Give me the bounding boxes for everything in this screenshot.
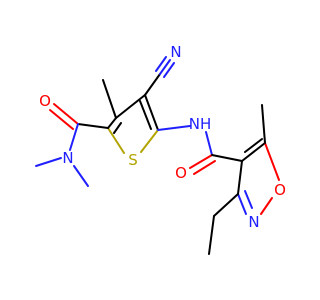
bond-n-methyl-right <box>73 165 89 187</box>
atom-amide-nh: NH <box>189 115 212 133</box>
atom-thiophene-s: S <box>128 151 138 169</box>
nitrile-group <box>144 56 175 96</box>
bond-triple-c <box>163 62 175 78</box>
bond-triple-b <box>155 56 167 72</box>
bond-co-right-double <box>193 160 216 175</box>
bond-triple-a <box>159 59 171 75</box>
bond-carbonyl-isoxazole <box>211 154 243 162</box>
bond-n-c3-inner <box>244 190 253 209</box>
bond-c5-ccarbonyl <box>77 123 109 129</box>
bond-n-c3 <box>237 193 247 215</box>
bond-c2-nh <box>157 125 191 131</box>
bond-c5-o <box>264 142 280 181</box>
atom-dimethyl-n: N <box>62 149 73 167</box>
bond-c4-c3 <box>115 94 146 119</box>
bond-co-right <box>189 154 213 169</box>
amide-linker <box>157 125 243 175</box>
bond-c5-c4 <box>107 117 117 129</box>
thiophene-ring <box>107 94 159 154</box>
bond-methyl-isoxazole <box>261 104 266 144</box>
bond-c3-c2-inner <box>139 100 152 130</box>
bond-c4-c5 <box>241 142 266 162</box>
bond-methyl-thiophene <box>102 79 117 119</box>
bond-co-left <box>53 103 79 125</box>
molecule-structure: N NH N N O O O S <box>35 43 286 255</box>
bond-c4-c5-inner <box>244 138 263 153</box>
ethyl-group <box>208 193 239 255</box>
atom-nitrile-n: N <box>170 43 181 61</box>
atom-amide-o-right: O <box>175 164 187 182</box>
atom-isoxazole-o: O <box>274 181 286 199</box>
bond-c5-c4-inner <box>113 122 122 134</box>
bond-co-left-double <box>49 109 74 130</box>
isoxazole-ring <box>237 138 280 215</box>
bond-nh-ccarbonyl <box>205 131 213 156</box>
bond-c3-cnitrile <box>144 73 161 96</box>
bond-c3-ch2 <box>213 193 239 217</box>
bond-n-methyl-left <box>35 157 62 167</box>
atom-amide-o-left: O <box>39 92 51 110</box>
bond-ch2-ch3 <box>208 215 215 255</box>
atom-isoxazole-n: N <box>248 213 259 231</box>
dimethylamide-group <box>35 103 109 187</box>
bond-o-n <box>260 197 273 215</box>
bond-c-ndimethyl <box>69 123 79 151</box>
bond-c2-s <box>140 129 159 153</box>
bond-c3-c4 <box>237 160 243 195</box>
bond-s-c5 <box>107 127 125 154</box>
bond-c3-c2 <box>144 94 159 131</box>
